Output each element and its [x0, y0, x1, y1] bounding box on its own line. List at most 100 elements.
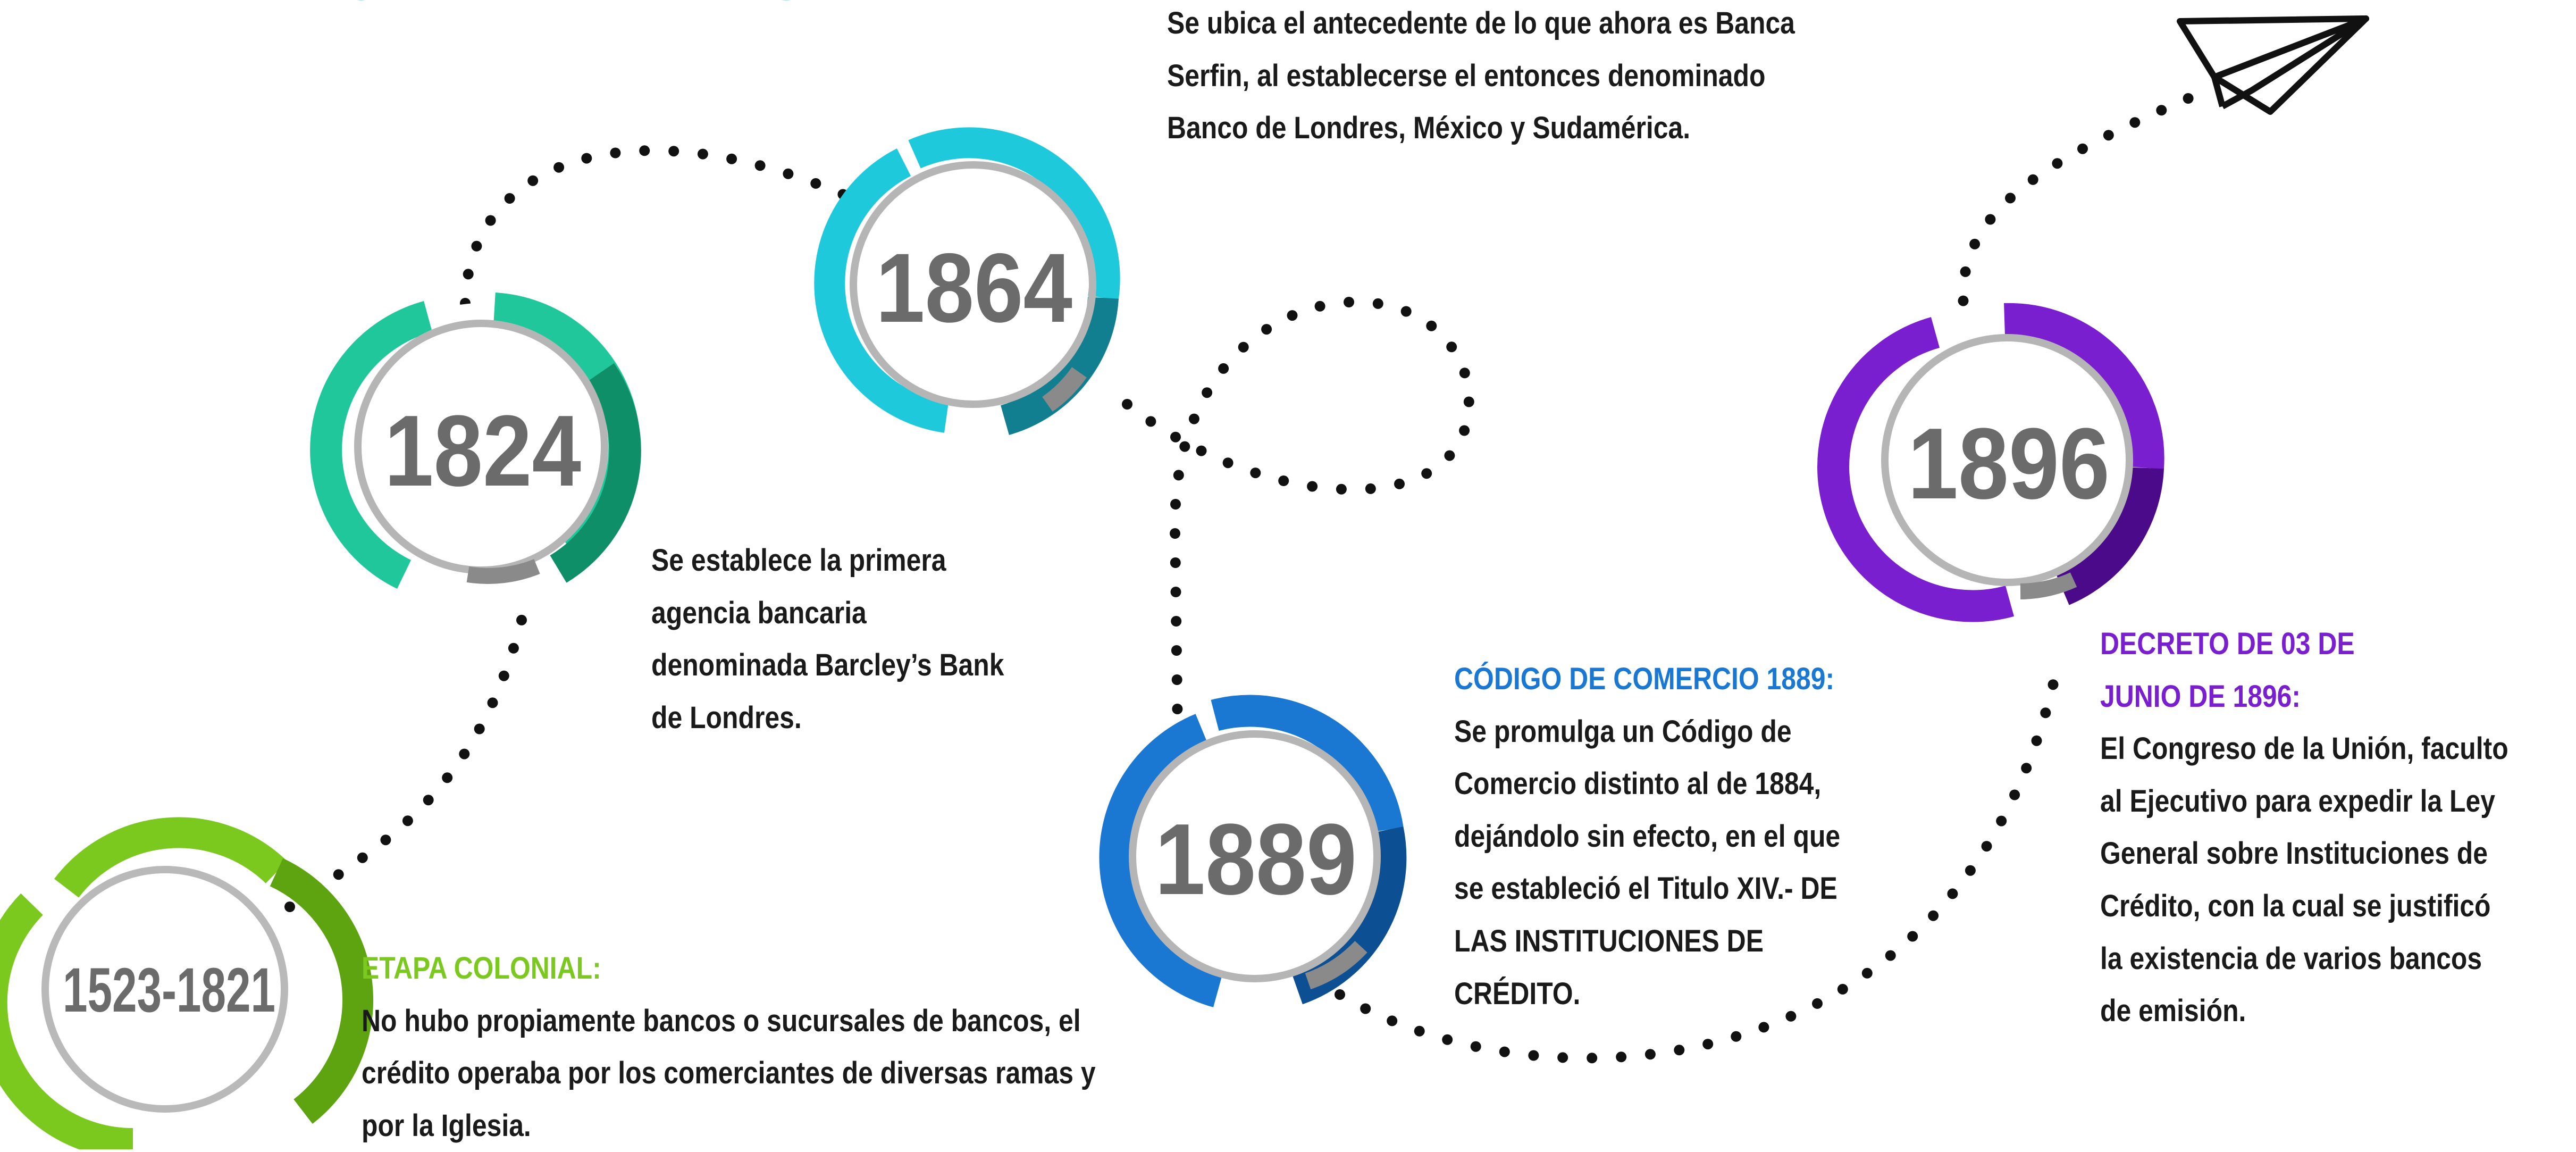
path-dot [1985, 214, 1996, 225]
path-dot [1907, 931, 1918, 942]
path-dot [1171, 645, 1182, 656]
path-dot [333, 869, 344, 880]
milestone-line: Serfin, al establecerse el entonces deno… [1167, 58, 1766, 93]
path-dot [2040, 707, 2051, 719]
path-dot [1278, 475, 1289, 486]
milestone-line: de Londres. [651, 700, 802, 735]
path-dot [2009, 789, 2020, 800]
path-dot [1785, 1011, 1797, 1022]
milestone-line: al Ejecutivo para expedir la Ley [2100, 783, 2495, 819]
path-dot [1499, 1046, 1510, 1057]
milestone-line: Crédito, con la cual se justificó [2100, 888, 2491, 923]
path-dot [284, 901, 295, 912]
path-dot [508, 642, 519, 654]
milestone-ring-1824: 1824 [310, 293, 641, 590]
path-dot [1446, 341, 1457, 353]
path-dot [1644, 1049, 1656, 1060]
path-dot [1960, 266, 1971, 277]
milestone-year: 1864 [876, 233, 1072, 343]
path-dot [1336, 483, 1347, 495]
path-dot [1702, 1039, 1714, 1050]
milestone-line: crédito operaba por los comerciantes de … [362, 1056, 1096, 1091]
milestone-line: dejándolo sin efecto, en el que [1454, 819, 1841, 854]
path-dot [1360, 1003, 1371, 1014]
path-dot [2103, 130, 2114, 141]
milestone-text-1889: CÓDIGO DE COMERCIO 1889: Se promulga un … [1454, 653, 1840, 1020]
milestone-text-colonial: ETAPA COLONIAL: No hubo propiamente banc… [362, 942, 1096, 1152]
path-dot [527, 175, 539, 186]
milestone-year: 1896 [1908, 407, 2110, 520]
path-dot [1463, 396, 1474, 407]
path-dot [1196, 445, 1207, 456]
path-dot [1170, 499, 1181, 510]
path-dot [463, 269, 474, 280]
path-dot [553, 162, 565, 173]
path-dot [1928, 910, 1939, 921]
path-dot [516, 614, 527, 625]
path-dot [2183, 93, 2194, 104]
path-dot [697, 148, 708, 160]
milestone-heading: ETAPA COLONIAL: [362, 951, 601, 986]
path-dot [754, 160, 766, 171]
milestone-line: de emisión. [2100, 994, 2246, 1029]
milestone-line: Se ubica el antecedente de lo que ahora … [1167, 6, 1795, 40]
path-dot [1812, 998, 1823, 1009]
path-dot [1965, 865, 1976, 876]
path-dot [1171, 674, 1182, 685]
path-dot [783, 168, 794, 179]
path-dot [2031, 735, 2042, 746]
milestone-heading: JUNIO DE 1896: [2100, 679, 2301, 714]
path-dot [1179, 441, 1190, 452]
milestone-heading: DECRETO DE 03 DE [2100, 627, 2355, 661]
milestone-line: agencia bancaria [651, 595, 867, 630]
path-dot [1470, 1041, 1481, 1052]
path-dot [1287, 310, 1298, 321]
path-dot [1250, 468, 1261, 479]
path-dot [1173, 470, 1184, 481]
path-dot [1170, 587, 1181, 597]
path-dot [2005, 193, 2016, 204]
milestone-text-1864: Se ubica el antecedente de lo que ahora … [1167, 0, 1795, 155]
path-dot [1335, 989, 1345, 1000]
path-dot [610, 147, 621, 158]
milestone-text-1896: DECRETO DE 03 DE JUNIO DE 1896: El Congr… [2100, 618, 2508, 1038]
dotted-path [284, 93, 2194, 1064]
path-dot [498, 670, 509, 681]
path-dot [668, 146, 679, 157]
milestone-heading: CÓDIGO DE COMERCIO 1889: [1454, 662, 1835, 696]
path-dot [1616, 1051, 1627, 1063]
path-dot [1170, 557, 1181, 568]
path-dot [2156, 105, 2167, 116]
milestone-ring-1896: 1896 [1817, 303, 2164, 622]
path-dot [1188, 413, 1199, 424]
path-dot [2129, 117, 2141, 128]
page-title: ANTECEDENTES [74, 0, 818, 13]
path-dot [442, 772, 453, 783]
milestone-line: CRÉDITO. [1454, 976, 1581, 1011]
path-dot [2048, 679, 2059, 690]
path-dot [1837, 983, 1848, 995]
milestone-year: 1824 [384, 395, 581, 507]
path-dot [1587, 1053, 1598, 1064]
milestone-line: Se establece la primera [651, 543, 946, 578]
path-dot [471, 240, 482, 252]
path-dot [1222, 457, 1234, 469]
path-dot [1344, 297, 1354, 307]
path-dot [1307, 481, 1318, 492]
milestone-year: 1889 [1155, 803, 1357, 916]
milestone-line: LAS INSTITUCIONES DE [1454, 923, 1764, 958]
path-dot [1528, 1050, 1539, 1061]
path-dot [1170, 528, 1180, 539]
milestone-line: denominada Barcley’s Bank [651, 648, 1004, 683]
milestone-line: No hubo propiamente bancos o sucursales … [362, 1003, 1081, 1038]
path-dot [2021, 763, 2032, 774]
path-dot [1238, 341, 1249, 353]
path-dot [1958, 295, 1969, 306]
path-dot [1947, 888, 1958, 899]
path-dot [487, 697, 498, 708]
path-dot [2052, 158, 2063, 169]
path-dot [2027, 174, 2038, 185]
path-dot [1996, 815, 2007, 827]
path-dot [726, 153, 737, 164]
path-dot [1314, 300, 1325, 312]
